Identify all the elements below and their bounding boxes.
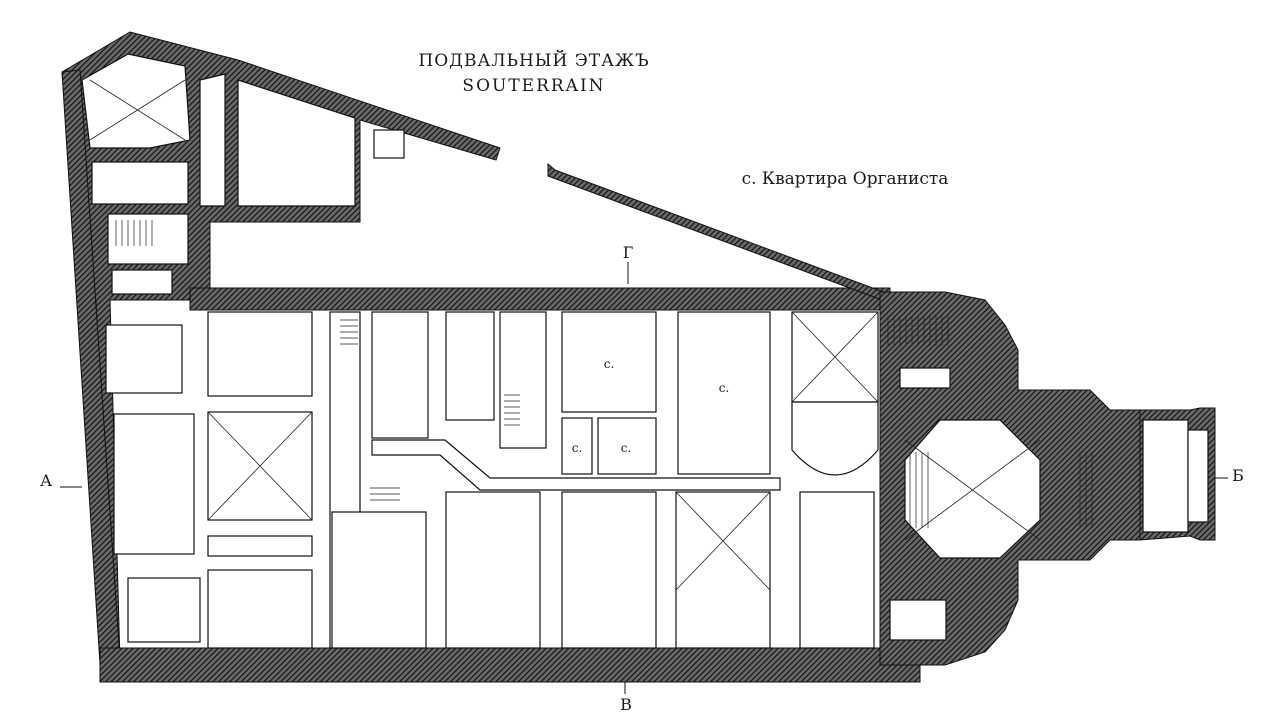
room-label-c3: с.: [572, 441, 583, 455]
section-lines: [60, 262, 1228, 694]
room-nw-3: [111, 269, 173, 295]
room-interiors: [81, 53, 1209, 649]
section-mark-v: В: [620, 695, 632, 714]
room-n6: [597, 417, 657, 475]
room-c1: [207, 311, 313, 397]
room-apse-n: [899, 367, 951, 389]
room-s3: [561, 491, 657, 649]
room-porch: [1142, 419, 1189, 533]
room-s5: [799, 491, 875, 649]
room-n4: [561, 311, 657, 413]
room-c4: [207, 569, 313, 649]
room-n3: [499, 311, 547, 449]
room-e2: [791, 401, 879, 476]
north-wall: [189, 287, 891, 311]
room-label-c4: с.: [621, 441, 632, 455]
section-mark-b: Б: [1232, 466, 1244, 485]
room-w1: [105, 324, 183, 394]
room-n2: [445, 311, 495, 421]
room-north-large: [237, 79, 356, 207]
room-c3: [207, 535, 313, 557]
title-russian: ПОДВАЛЬНЫЙ ЭТАЖЪ: [418, 50, 649, 71]
room-n1: [371, 311, 429, 439]
well-square: [373, 129, 405, 159]
room-apse-octagon: [904, 419, 1041, 559]
room-s1: [331, 511, 427, 649]
stairs: [115, 220, 1093, 528]
room-porch-inner: [1187, 429, 1209, 523]
room-w2: [113, 413, 195, 555]
south-wall: [99, 647, 921, 683]
room-north-small: [199, 73, 226, 207]
section-mark-g: Г: [623, 243, 634, 262]
corridor-main: [371, 439, 781, 491]
room-s4: [675, 491, 771, 649]
room-s2: [445, 491, 541, 649]
room-nw-octagon: [81, 53, 191, 149]
room-label-c1: с.: [604, 357, 615, 371]
room-n5: [561, 417, 593, 475]
section-mark-a: А: [40, 471, 52, 490]
legend-caption: с. Квартира Органиста: [742, 169, 949, 189]
room-nw-2: [91, 161, 189, 205]
room-apse-s: [889, 599, 947, 641]
room-nw-stair: [107, 213, 189, 265]
room-w3: [127, 577, 201, 643]
room-label-c2: с.: [719, 381, 730, 395]
vault-lines: [89, 79, 1041, 591]
room-n7: [677, 311, 771, 475]
title-french: SOUTERRAIN: [462, 76, 605, 96]
